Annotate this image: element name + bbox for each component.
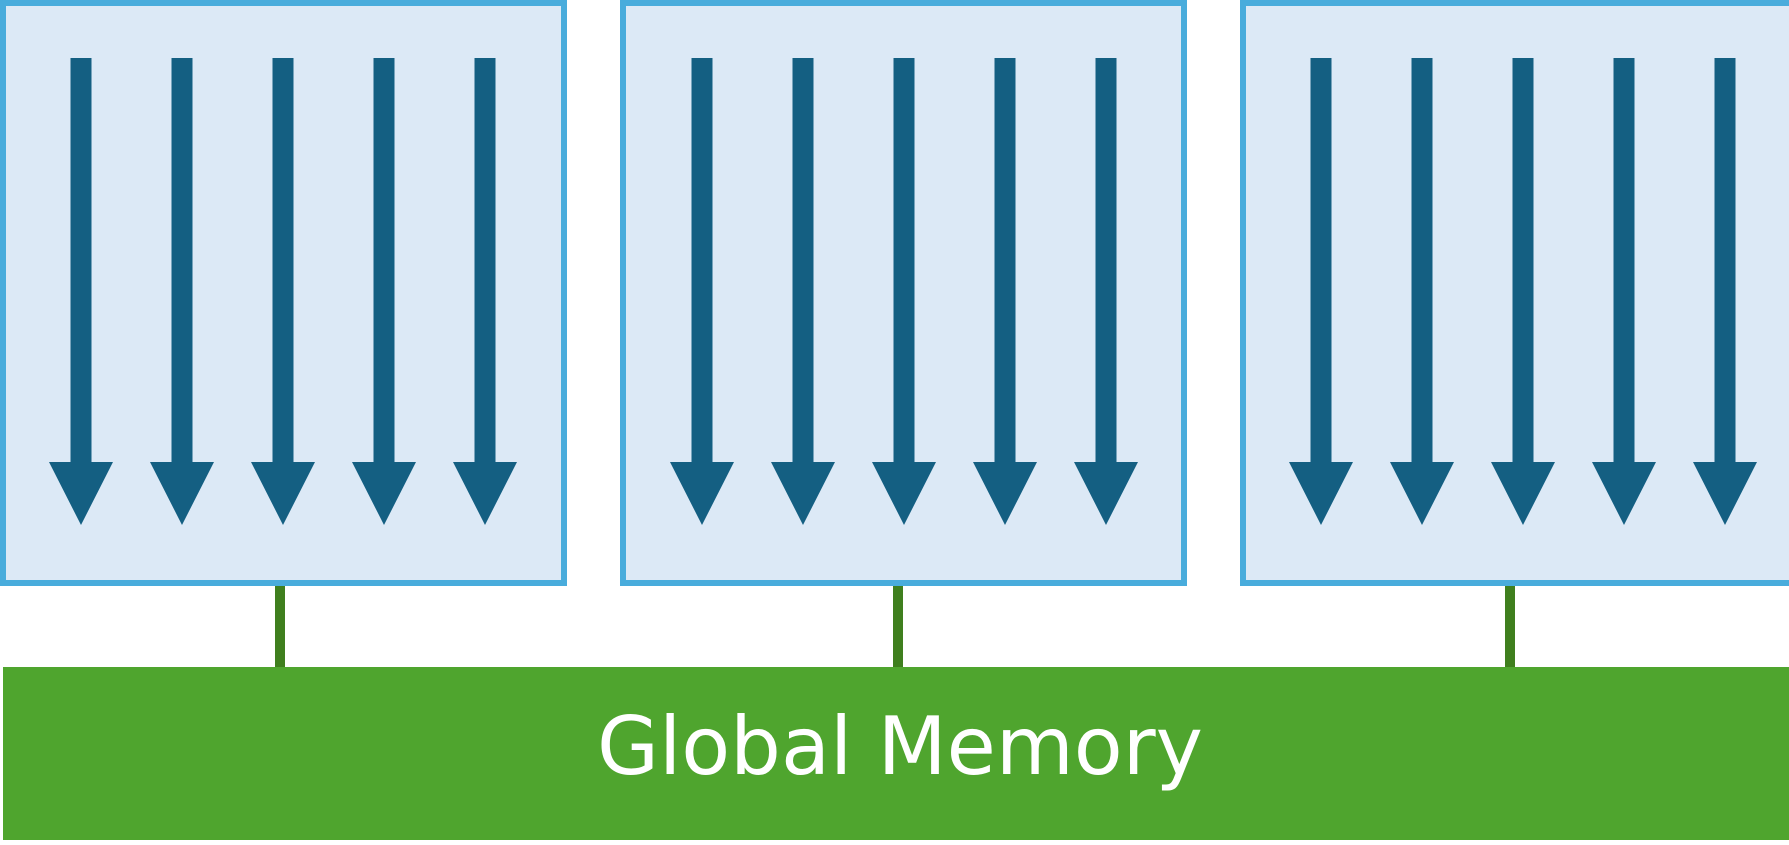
connector-block-2 bbox=[893, 580, 903, 670]
thread-arrow bbox=[453, 58, 517, 525]
thread-arrow bbox=[973, 58, 1037, 525]
thread-block-2-arrows bbox=[670, 58, 1138, 525]
thread-arrow bbox=[1074, 58, 1138, 525]
thread-arrow bbox=[1289, 58, 1353, 525]
thread-arrow bbox=[1390, 58, 1454, 525]
thread-block-1 bbox=[0, 0, 567, 586]
thread-arrow bbox=[49, 58, 113, 525]
thread-arrow bbox=[1693, 58, 1757, 525]
thread-arrow bbox=[1491, 58, 1555, 525]
thread-arrow bbox=[872, 58, 936, 525]
thread-block-2 bbox=[620, 0, 1187, 586]
thread-block-3 bbox=[1240, 0, 1789, 586]
thread-arrow bbox=[670, 58, 734, 525]
connectors bbox=[275, 580, 1515, 670]
connector-block-3 bbox=[1505, 580, 1515, 670]
global-memory: Global Memory bbox=[3, 667, 1789, 840]
global-memory-label: Global Memory bbox=[597, 700, 1203, 793]
thread-arrow bbox=[150, 58, 214, 525]
thread-arrow bbox=[352, 58, 416, 525]
thread-block-1-arrows bbox=[49, 58, 517, 525]
thread-arrow bbox=[771, 58, 835, 525]
thread-block-3-arrows bbox=[1289, 58, 1757, 525]
thread-arrow bbox=[251, 58, 315, 525]
thread-arrow bbox=[1592, 58, 1656, 525]
connector-block-1 bbox=[275, 580, 285, 670]
global-memory-bar bbox=[3, 667, 1789, 840]
